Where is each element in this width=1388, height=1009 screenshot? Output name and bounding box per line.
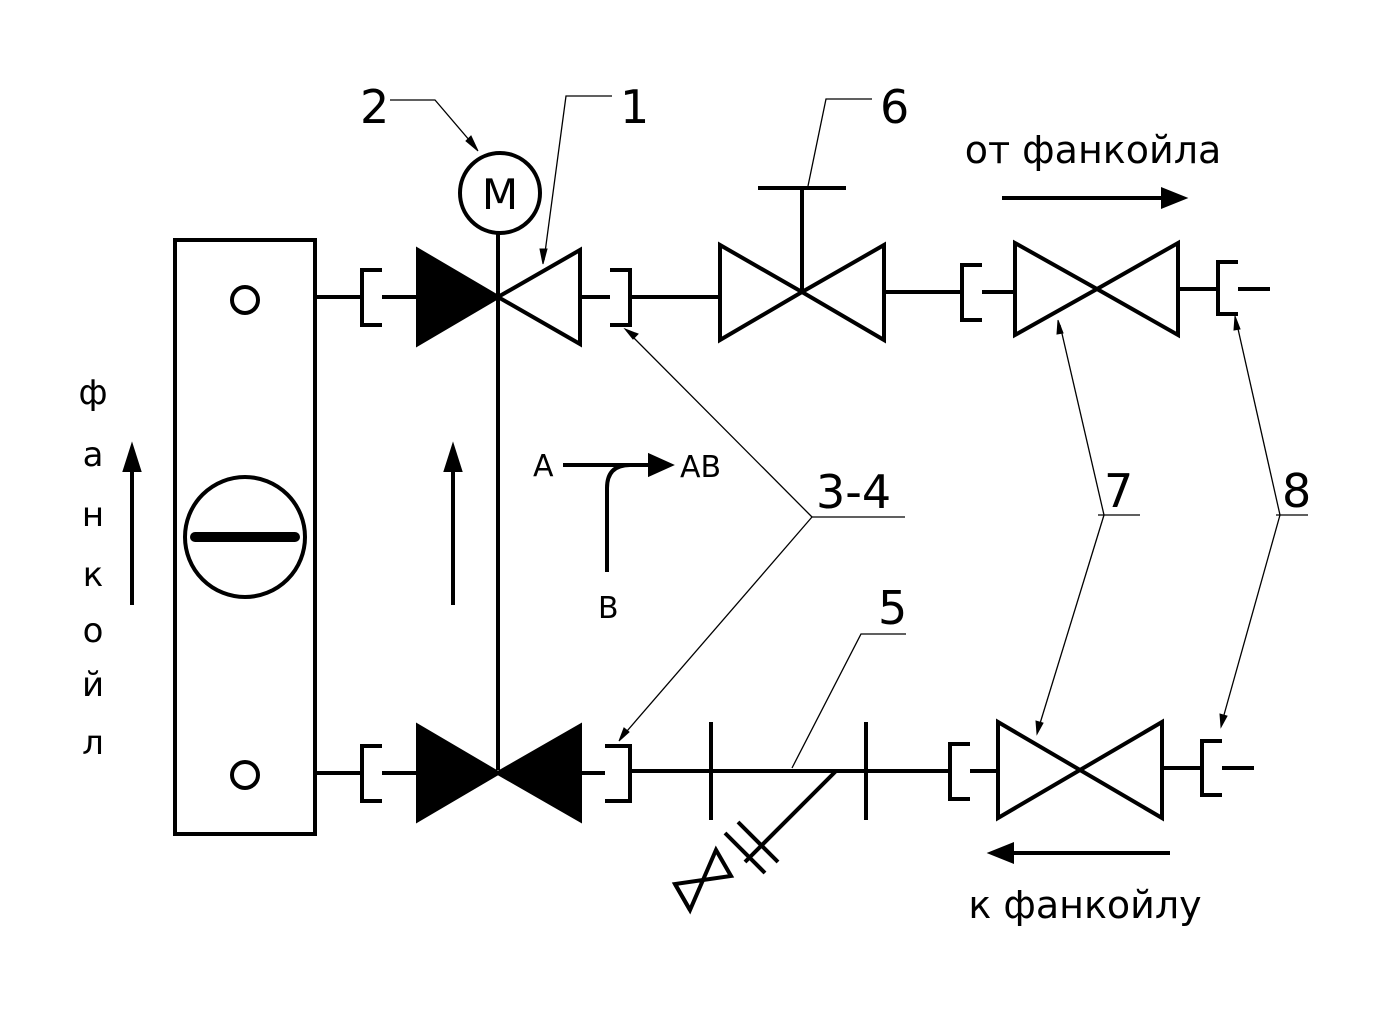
connector-bottom <box>1200 739 1254 797</box>
strainer-filter <box>671 722 868 915</box>
svg-text:1: 1 <box>620 80 649 134</box>
svg-text:к фанкойлу: к фанкойлу <box>968 883 1201 927</box>
balancing-valve <box>718 186 886 344</box>
svg-text:A: A <box>533 449 554 484</box>
svg-text:к: к <box>83 555 104 595</box>
from-fancoil-caption: от фанкойла <box>965 128 1222 209</box>
svg-text:2: 2 <box>360 80 389 134</box>
actuator-motor: М <box>458 151 542 235</box>
svg-text:8: 8 <box>1282 464 1311 518</box>
port-legend: A AB B <box>533 449 721 626</box>
svg-text:7: 7 <box>1104 464 1133 518</box>
svg-text:н: н <box>82 495 104 535</box>
fancoil-unit <box>173 238 317 836</box>
fan-icon <box>183 475 307 599</box>
ball-valve-bottom <box>996 718 1164 822</box>
svg-text:М: М <box>482 170 518 219</box>
svg-text:л: л <box>82 723 104 763</box>
union-fitting-bottom-2 <box>605 744 632 803</box>
svg-text:B: B <box>598 591 619 626</box>
svg-text:6: 6 <box>880 80 909 134</box>
union-fitting-bottom-1 <box>360 744 382 803</box>
bypass-flow-arrow <box>443 441 463 605</box>
to-fancoil-caption: к фанкойлу <box>968 842 1202 927</box>
svg-text:ф: ф <box>78 373 107 413</box>
union-fitting-top-1 <box>360 268 382 327</box>
callouts: 2 1 6 3-4 5 7 8 <box>360 80 1311 769</box>
union-fitting-bottom-3 <box>948 742 970 801</box>
top-pipeline <box>315 186 1270 348</box>
bottom-port-circle <box>230 760 260 790</box>
svg-text:о: о <box>83 611 104 651</box>
svg-text:й: й <box>82 665 104 705</box>
fancoil-vertical-label: ф а н к о й л <box>78 373 107 763</box>
bottom-pipeline <box>315 718 1254 915</box>
union-fitting-top-3 <box>960 263 982 322</box>
svg-text:AB: AB <box>680 450 721 485</box>
union-fitting-top-2 <box>610 268 632 327</box>
connector-top <box>1216 260 1270 316</box>
top-port-circle <box>230 285 260 315</box>
svg-text:5: 5 <box>878 581 907 635</box>
fancoil-flow-arrow <box>122 441 142 605</box>
svg-text:3-4: 3-4 <box>816 465 891 519</box>
svg-text:от фанкойла: от фанкойла <box>965 128 1222 172</box>
ball-valve-top <box>1013 239 1180 339</box>
svg-text:а: а <box>83 435 104 475</box>
